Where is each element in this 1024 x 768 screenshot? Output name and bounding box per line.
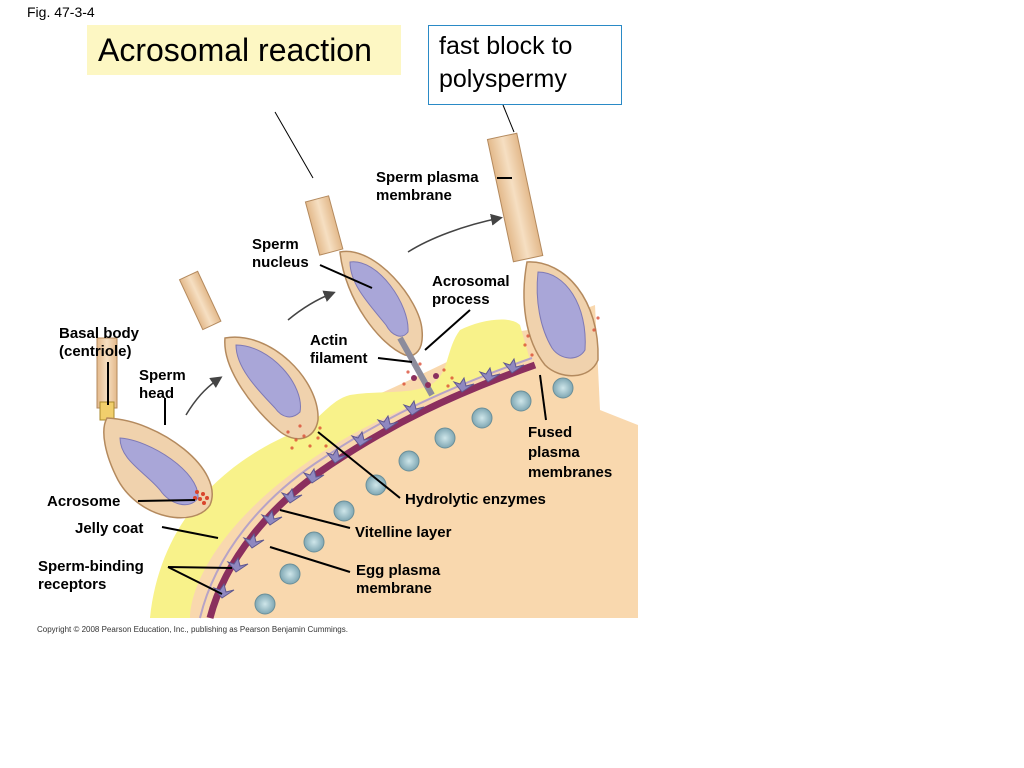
cortical-granules	[254, 377, 574, 615]
jelly-coat-layer	[150, 319, 530, 618]
label-sperm-binding-receptors: Sperm-binding receptors	[38, 558, 144, 593]
sperm-stage-2	[178, 270, 319, 440]
sperm-stage-1	[96, 337, 213, 519]
label-sperm-nucleus: Sperm nucleus	[252, 236, 309, 271]
label-basal-body: Basal body (centriole)	[59, 325, 140, 360]
diagram-title: Acrosomal reaction	[87, 25, 401, 75]
progression-arrows	[185, 213, 503, 416]
label-actin-filament: Actin filament	[310, 332, 368, 367]
figure-label: Fig. 47-3-4	[27, 4, 95, 20]
label-leader-lines	[107, 177, 547, 595]
fast-block-note: fast block to polyspermy	[428, 25, 622, 105]
label-jelly-coat: Jelly coat	[75, 520, 144, 537]
title-callout-line	[274, 111, 314, 179]
sperm-stage-4	[486, 132, 599, 377]
label-sperm-plasma-membrane: Sperm plasma membrane	[376, 169, 479, 204]
label-acrosome: Acrosome	[47, 493, 121, 510]
label-sperm-head: Sperm head	[139, 367, 186, 402]
label-egg-plasma-membrane: Egg plasma membrane	[356, 562, 441, 597]
label-acrosomal-process: Acrosomal process	[432, 273, 510, 308]
hydrolytic-enzyme-dots	[286, 316, 600, 450]
label-hydrolytic-enzymes: Hydrolytic enzymes	[405, 491, 546, 508]
note-callout-line	[502, 104, 515, 133]
label-vitelline-layer: Vitelline layer	[355, 524, 452, 541]
egg-cytoplasm	[150, 305, 638, 618]
sperm-stage-3	[304, 195, 439, 397]
label-fused-plasma-membranes: Fused plasma membranes	[528, 424, 613, 481]
copyright-notice: Copyright © 2008 Pearson Education, Inc.…	[37, 625, 348, 634]
